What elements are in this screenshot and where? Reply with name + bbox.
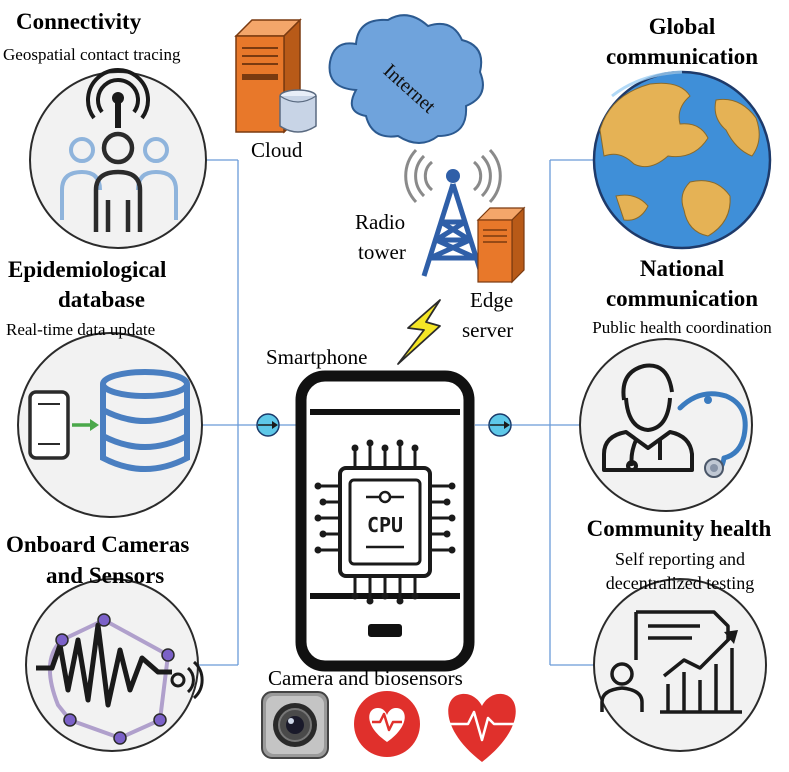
- community-subtitle-line2: decentralized testing: [605, 573, 755, 593]
- right-connector-arrow-icon: [488, 413, 512, 437]
- edge-server-icon: [476, 206, 526, 284]
- contact-tracing-icon: [29, 68, 207, 249]
- lightning-bolt-icon: [397, 299, 441, 365]
- health-report-chart-icon: [593, 578, 767, 752]
- national-title-line1: National: [639, 256, 725, 281]
- globe-icon: [592, 70, 772, 250]
- smartphone-label: Smartphone: [266, 345, 368, 369]
- national-subtitle: Public health coordination: [592, 318, 772, 337]
- cpu-label: CPU: [367, 513, 403, 537]
- global-title-line2: communication: [605, 44, 759, 69]
- cloud-server-icon: [234, 18, 317, 134]
- cloud-label: Cloud: [251, 138, 303, 162]
- epidemiological-subtitle: Real-time data update: [6, 320, 156, 339]
- heart-monitor-badge-icon: [354, 691, 420, 757]
- epidemiological-title-line1: Epidemiological: [8, 257, 167, 282]
- phone-database-icon: [17, 332, 203, 518]
- heart-pulse-icon: [448, 693, 516, 762]
- radio-tower-label-line1: Radio: [355, 210, 406, 234]
- connectivity-title: Connectivity: [16, 9, 142, 34]
- signal-wave-icon: [25, 578, 204, 752]
- national-title-line2: communication: [605, 286, 759, 311]
- camera-icon: [261, 691, 329, 759]
- radio-tower-label-line2: tower: [358, 240, 406, 264]
- edge-server-label-line1: Edge: [470, 288, 514, 312]
- edge-server-label-line2: server: [462, 318, 514, 342]
- community-title: Community health: [586, 516, 772, 541]
- internet-cloud-icon: [328, 14, 484, 144]
- epidemiological-title-line2: database: [58, 287, 145, 312]
- radio-tower-icon: [404, 148, 502, 277]
- biosensors-label: Camera and biosensors: [268, 666, 463, 690]
- connectivity-subtitle: Geospatial contact tracing: [3, 45, 181, 64]
- sensors-title-line1: Onboard Cameras: [6, 532, 190, 557]
- sensors-title-line2: and Sensors: [46, 563, 165, 588]
- global-title-line1: Global: [648, 14, 716, 39]
- left-connector-lines: [185, 159, 300, 666]
- doctor-stethoscope-icon: [579, 338, 753, 512]
- cpu-chip-icon: [314, 439, 456, 605]
- left-connector-arrow-icon: [256, 413, 280, 437]
- community-subtitle-line1: Self reporting and: [615, 549, 745, 569]
